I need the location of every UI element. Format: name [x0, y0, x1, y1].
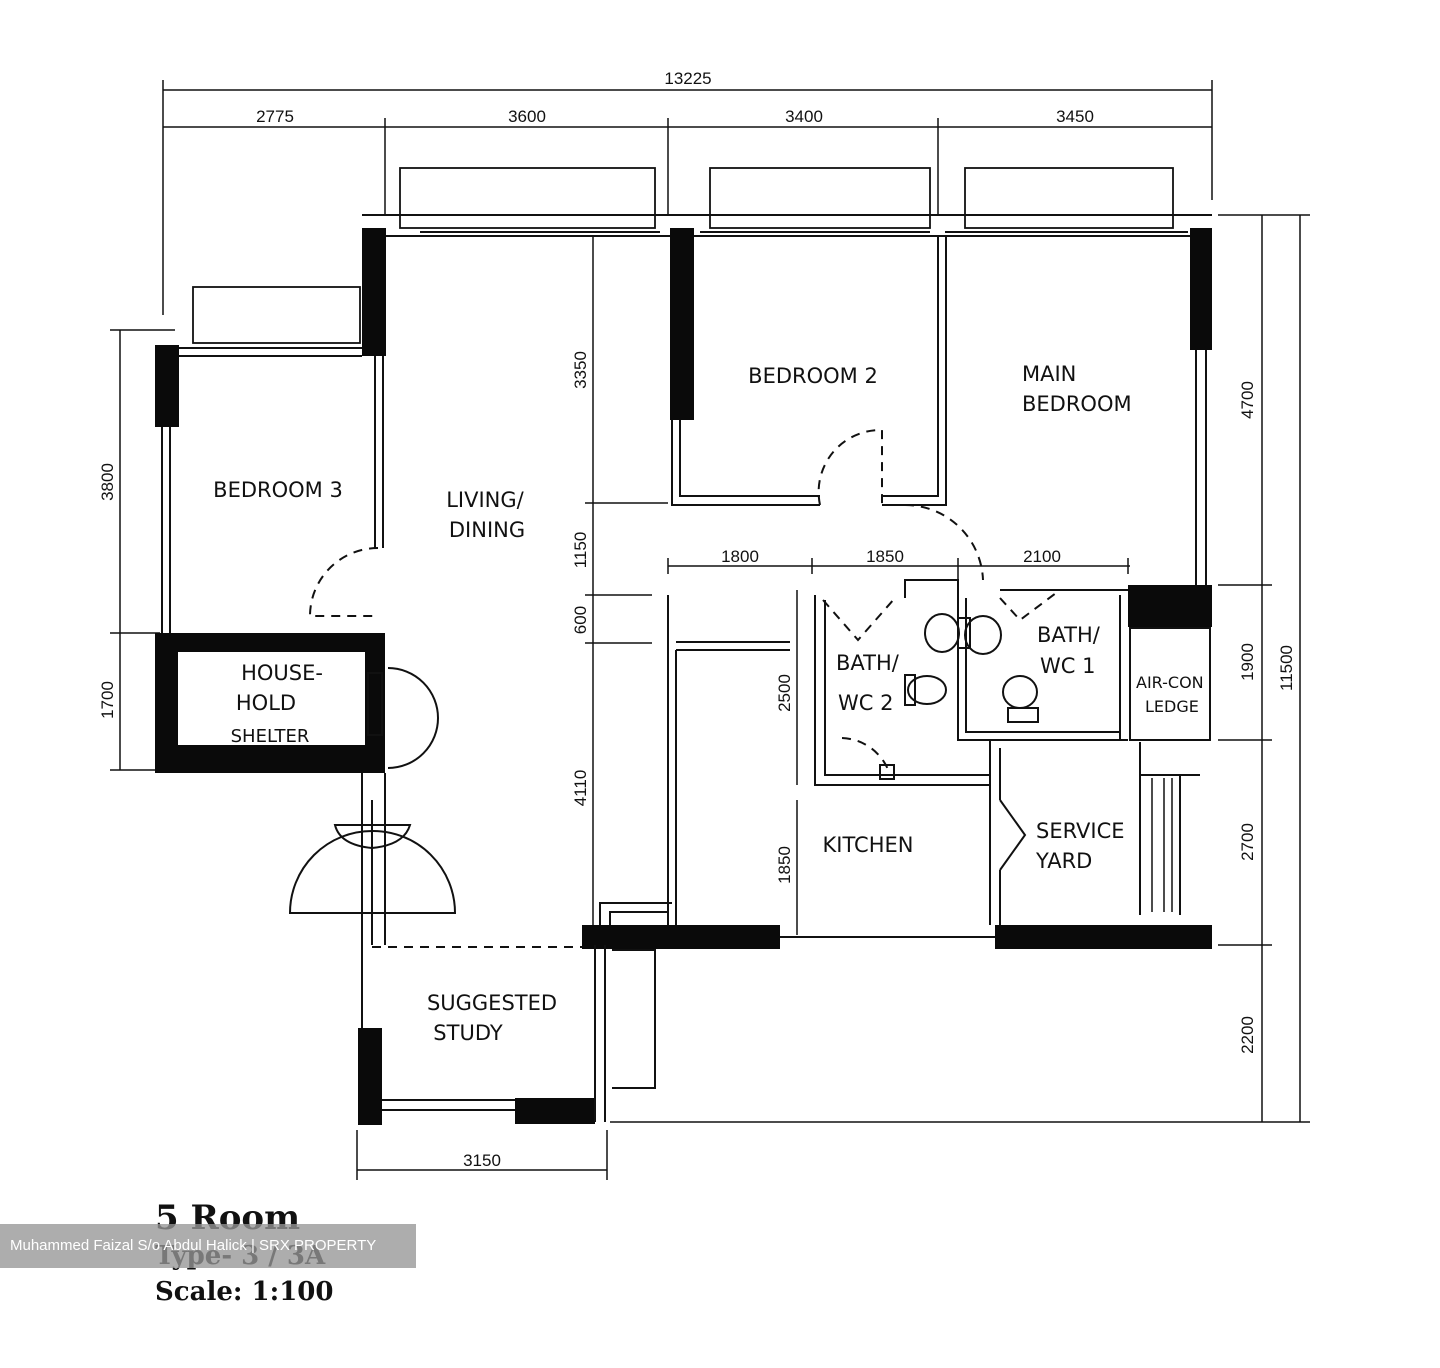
room-label-bath1-line2: WC 1 [1040, 654, 1095, 678]
dim-right-1: 4700 [1238, 381, 1257, 419]
room-label-study-line1: SUGGESTED [427, 991, 557, 1015]
dim-inner-2: 1150 [571, 532, 590, 569]
dim-top-4: 3450 [1056, 107, 1094, 126]
room-label-household-line3: SHELTER [231, 726, 310, 747]
dim-bath-3: 2100 [1023, 547, 1061, 566]
dim-bottom: 3150 [463, 1151, 501, 1170]
room-label-study-line2: STUDY [433, 1021, 503, 1045]
room-label-household-line2: HOLD [236, 691, 296, 715]
dim-right-4: 2200 [1238, 1016, 1257, 1054]
watermark-banner: Muhammed Faizal S/o Abdul Halick | SRX P… [0, 1224, 416, 1268]
dim-inner-3: 600 [571, 606, 590, 634]
room-label-service-line2: YARD [1035, 849, 1092, 873]
room-label-living-line1: LIVING/ [446, 488, 524, 512]
room-label-kitchen: KITCHEN [823, 833, 914, 857]
aircon-ledges [192, 167, 1174, 344]
dim-inner-4: 4110 [571, 770, 590, 807]
room-label-service-line1: SERVICE [1036, 819, 1125, 843]
room-label-household-line1: HOUSE- [241, 661, 323, 685]
room-label-bedroom-3: BEDROOM 3 [213, 478, 343, 502]
structural-walls [155, 228, 1212, 1125]
sanitary-fixtures [879, 613, 1039, 780]
room-label-bath2-line1: BATH/ [836, 651, 900, 675]
dim-right-total: 11500 [1277, 645, 1296, 691]
room-label-main-line1: MAIN [1022, 362, 1076, 386]
dim-top-3: 3400 [785, 107, 823, 126]
dim-bath-2: 1850 [866, 547, 904, 566]
dim-right-2: 1900 [1238, 643, 1257, 681]
window-lines [178, 214, 1212, 585]
room-label-living-line2: DINING [449, 518, 525, 542]
dim-overall-width: 13225 [664, 69, 711, 88]
dim-top-1: 2775 [256, 107, 294, 126]
dim-right-3: 2700 [1238, 823, 1257, 861]
dim-inner-1: 3350 [571, 351, 590, 389]
room-label-bath1-line1: BATH/ [1037, 623, 1101, 647]
room-labels: BEDROOM 3 LIVING/ DINING BEDROOM 2 MAIN … [213, 362, 1203, 1045]
room-label-main-line2: BEDROOM [1022, 392, 1132, 416]
dimension-labels: 13225 2775 3600 3400 3450 4700 1900 2700… [98, 69, 1296, 1170]
partitions [161, 236, 1211, 1122]
dim-kitchen-height: 1850 [775, 846, 794, 884]
room-label-aircon-line2: LEDGE [1145, 697, 1199, 716]
room-label-bedroom-2: BEDROOM 2 [748, 364, 878, 388]
plan-scale: Scale: 1:100 [155, 1277, 334, 1307]
room-label-bath2-line2: WC 2 [838, 691, 893, 715]
door-swings [308, 428, 1061, 871]
dim-left-1: 3800 [98, 463, 117, 501]
dim-bath-1: 1800 [721, 547, 759, 566]
entrance-doors [288, 667, 457, 914]
dim-left-2: 1700 [98, 681, 117, 719]
dim-bath-height: 2500 [775, 674, 794, 712]
room-label-aircon-line1: AIR-CON [1136, 673, 1204, 692]
dim-top-2: 3600 [508, 107, 546, 126]
dimension-lines [110, 80, 1310, 1180]
